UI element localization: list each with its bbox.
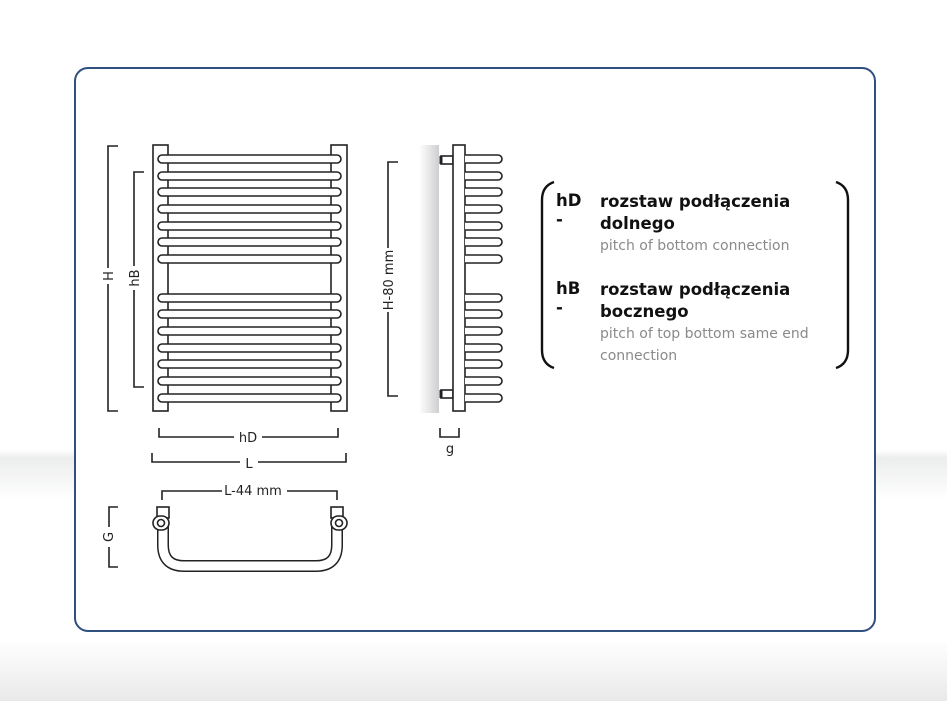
radiator-bar <box>157 359 342 369</box>
radiator-bar <box>157 343 342 353</box>
radiator-bar <box>157 171 342 181</box>
side-bar <box>465 254 503 264</box>
bracket <box>440 155 454 165</box>
label-hD: hD <box>239 431 257 446</box>
side-bar <box>465 343 503 353</box>
radiator-bar <box>157 237 342 247</box>
radiator-bar <box>157 154 342 164</box>
radiator-bar <box>157 309 342 319</box>
legend-key: hD - <box>556 191 582 229</box>
side-bar <box>465 171 503 181</box>
legend-english: pitch of bottom connection <box>600 238 790 254</box>
dim-H <box>107 145 118 412</box>
label-hB: hB <box>128 269 143 286</box>
side-view <box>419 144 503 413</box>
legend-english: pitch of top bottom same end connection <box>600 326 809 364</box>
side-panel <box>452 144 466 412</box>
radiator-bar <box>157 293 342 303</box>
side-bar <box>465 237 503 247</box>
radiator-bar <box>157 221 342 231</box>
dim-H80 <box>387 161 398 397</box>
legend-key: hB - <box>556 279 581 317</box>
side-bar <box>465 359 503 369</box>
label-H: H <box>102 271 117 281</box>
radiator-bar <box>157 326 342 336</box>
radiator-bar <box>157 254 342 264</box>
dimension-lines <box>107 145 460 568</box>
legend: hD - rozstaw podłączenia dolnego pitch o… <box>540 180 852 370</box>
dim-g <box>439 428 460 438</box>
label-G: G <box>102 532 117 542</box>
legend-polish: rozstaw podłączenia bocznego <box>600 280 791 321</box>
label-L44: L-44 mm <box>224 484 282 499</box>
left-post <box>152 144 169 412</box>
side-bar <box>465 204 503 214</box>
dim-G <box>108 506 118 568</box>
front-view <box>152 144 348 412</box>
right-post <box>330 144 348 412</box>
legend-polish: rozstaw podłączenia dolnego <box>600 192 791 233</box>
legend-brackets <box>540 180 850 370</box>
side-bar <box>465 393 503 403</box>
side-bar <box>465 309 503 319</box>
radiator-bar <box>157 393 342 403</box>
label-L: L <box>245 457 253 472</box>
radiator-bar <box>157 187 342 197</box>
side-bar <box>465 221 503 231</box>
radiator-bar <box>157 376 342 386</box>
side-bar <box>465 326 503 336</box>
bracket <box>440 389 454 399</box>
side-bar <box>465 376 503 386</box>
label-g: g <box>446 442 454 457</box>
label-H80: H-80 mm <box>382 250 397 310</box>
side-bar <box>465 293 503 303</box>
dim-L <box>151 453 347 463</box>
dim-hB <box>133 171 144 388</box>
wall <box>419 145 439 413</box>
bottom-view <box>152 506 348 572</box>
side-bar <box>465 187 503 197</box>
dim-hD <box>158 428 339 438</box>
radiator-bar <box>157 204 342 214</box>
side-bar <box>465 154 503 164</box>
dim-L44 <box>161 490 338 500</box>
